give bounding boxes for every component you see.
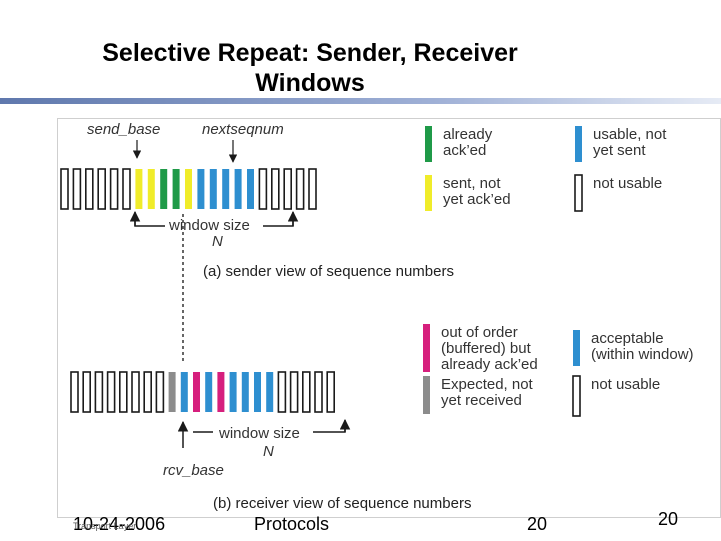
seq-slot-blue [266, 372, 274, 412]
legend-swatch-white [572, 375, 581, 417]
nextseqnum-label: nextseqnum [202, 121, 284, 138]
seq-slot-white [289, 371, 299, 413]
seq-slot-white [277, 371, 287, 413]
seq-slot-gray [168, 372, 176, 412]
seq-slot-white [308, 168, 317, 210]
seq-slot-white [155, 371, 165, 413]
seq-slot-white [70, 371, 79, 413]
legend-label: already ack’ed [441, 356, 538, 373]
legend-swatch-white [574, 174, 583, 212]
seq-slot-white [326, 371, 336, 413]
seq-slot-yellow [135, 169, 143, 209]
legend-label: yet sent [593, 142, 646, 159]
legend-swatch-magenta [423, 324, 430, 372]
sender-n-label: N [212, 233, 223, 250]
seq-slot-yellow [185, 169, 192, 209]
sender-window-bracket-right [263, 214, 294, 227]
receiver-window-bracket-right [313, 422, 346, 433]
legend-swatch-green [425, 126, 432, 162]
seq-slot-white [106, 371, 116, 413]
seq-slot-white [283, 168, 292, 210]
seq-slot-white [271, 168, 280, 210]
seq-slot-blue [209, 169, 217, 209]
receiver-n-label: N [263, 443, 274, 460]
seq-slot-blue [229, 372, 237, 412]
slide-title-line-1: Selective Repeat: Sender, Receiver [102, 39, 518, 67]
seq-slot-blue [222, 169, 230, 209]
seq-slot-white [94, 371, 104, 413]
legend-label: acceptable [591, 330, 664, 347]
sender-window-bracket-left [134, 214, 165, 227]
seq-slot-magenta [217, 372, 225, 412]
seq-slot-white [295, 168, 305, 210]
legend-swatch-yellow [425, 175, 432, 211]
legend-label: yet ack’ed [443, 191, 511, 208]
legend-label: already [443, 126, 493, 143]
seq-slot-white [82, 371, 92, 413]
receiver-slot-row [70, 371, 336, 413]
legend-label: (within window) [591, 346, 694, 363]
receiver-window-size-label: window size [218, 425, 300, 442]
seq-slot-blue [205, 372, 213, 412]
send-base-label: send_base [87, 121, 160, 138]
footer-topic: Protocols [254, 514, 330, 534]
seq-slot-white [60, 168, 69, 210]
seq-slot-white [131, 371, 140, 413]
legend-label: not usable [591, 376, 660, 393]
seq-slot-blue [254, 372, 261, 412]
footer-page-number: 20 [527, 514, 548, 534]
seq-slot-white [258, 168, 268, 210]
legend-label: Expected, not [441, 376, 534, 393]
legend-label: (buffered) but [441, 340, 532, 357]
seq-slot-white [302, 371, 311, 413]
seq-slot-white [97, 168, 107, 210]
footer-date-overlay: Transport Layer [73, 521, 137, 531]
legend-label: usable, not [593, 126, 667, 143]
sender-view: send_base nextseqnum window size N (a) s… [60, 121, 667, 280]
legend-label: out of order [441, 324, 518, 341]
legend-swatch-blue [573, 330, 580, 366]
rcv-base-label: rcv_base [163, 462, 224, 479]
seq-slot-white [314, 371, 323, 413]
legend-label: not usable [593, 175, 662, 192]
seq-slot-yellow [147, 169, 155, 209]
seq-slot-blue [180, 372, 188, 412]
seq-slot-blue [241, 372, 249, 412]
seq-slot-green [160, 169, 168, 209]
receiver-view: rcv_base window size N (b) receiver view… [70, 324, 694, 512]
seq-slot-green [172, 169, 180, 209]
seq-slot-white [143, 371, 152, 413]
footer-slide-number: 20 [658, 509, 679, 529]
seq-slot-blue [234, 169, 242, 209]
title-divider [0, 98, 721, 104]
legend-swatch-gray [423, 376, 430, 414]
slide-title-line-2: Windows [255, 69, 365, 97]
seq-slot-white [118, 371, 128, 413]
sender-caption: (a) sender view of sequence numbers [203, 263, 454, 280]
sender-slot-row [60, 168, 317, 210]
legend-label: yet received [441, 392, 522, 409]
sender-window-size-label: window size [168, 217, 250, 234]
legend-swatch-blue [575, 126, 582, 162]
receiver-caption: (b) receiver view of sequence numbers [213, 495, 471, 512]
seq-slot-white [72, 168, 82, 210]
legend-label: sent, not [443, 175, 501, 192]
seq-slot-white [109, 168, 119, 210]
slide-title: Selective Repeat: Sender, Receiver Windo… [60, 38, 560, 98]
legend-label: ack’ed [443, 142, 486, 159]
footer-date: 10-24-2006 [73, 514, 166, 534]
selective-repeat-figure: send_base nextseqnum window size N (a) s… [57, 118, 721, 518]
seq-slot-white [122, 168, 131, 210]
seq-slot-blue [197, 169, 205, 209]
seq-slot-white [84, 168, 94, 210]
seq-slot-blue [247, 169, 254, 209]
seq-slot-magenta [193, 372, 200, 412]
